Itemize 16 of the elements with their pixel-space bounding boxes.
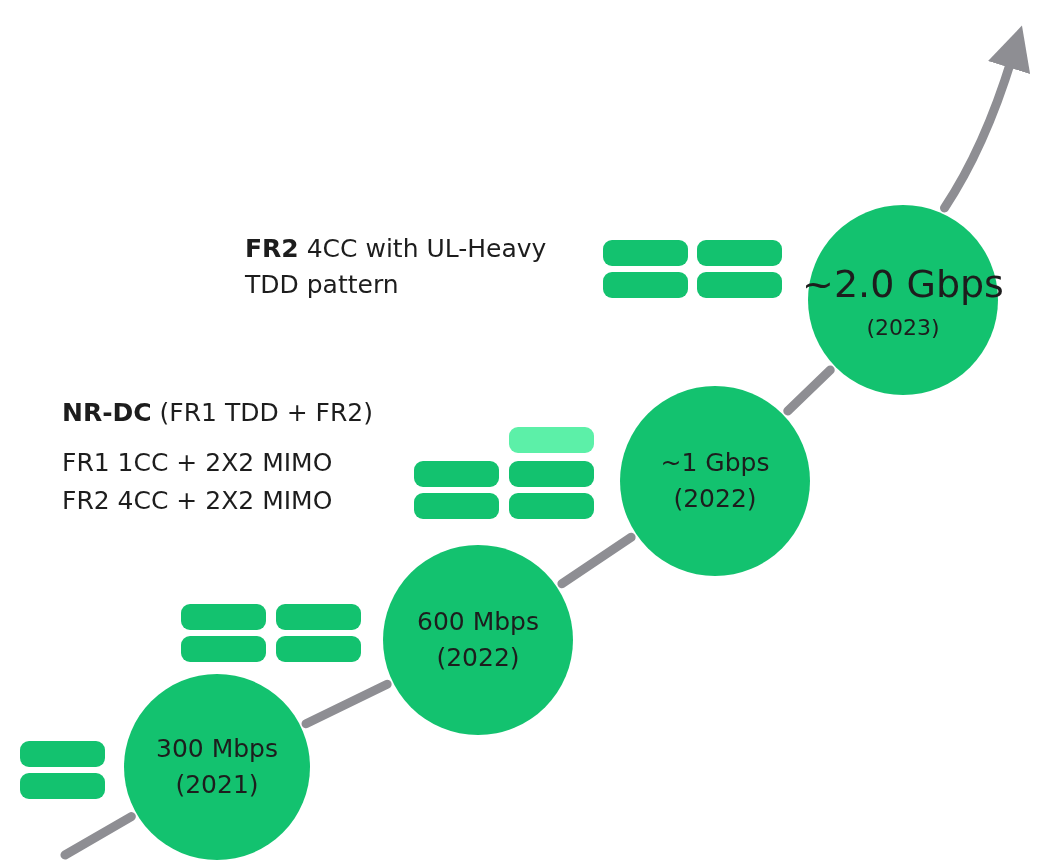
speed-label: ~1 Gbps <box>660 446 770 479</box>
connector-line <box>783 365 835 416</box>
connector-line <box>60 812 136 860</box>
annotation-text: FR2 4CC with UL-Heavy TDD pattern <box>245 233 548 302</box>
speed-label: 600 Mbps <box>417 605 539 638</box>
year-label: (2022) <box>673 483 757 515</box>
year-label: (2023) <box>866 313 940 342</box>
annotation-text: NR-DC (FR1 TDD + FR2) <box>62 397 374 429</box>
annotation-text: FR2 4CC + 2X2 MIMO <box>62 485 334 517</box>
connector-line <box>557 532 636 589</box>
growth-arrow <box>940 25 1030 213</box>
year-label: (2022) <box>436 642 520 674</box>
year-label: (2021) <box>175 769 259 801</box>
speed-label: 300 Mbps <box>156 732 278 765</box>
annotation-text: FR1 1CC + 2X2 MIMO <box>62 447 334 479</box>
connector-line <box>301 679 392 729</box>
